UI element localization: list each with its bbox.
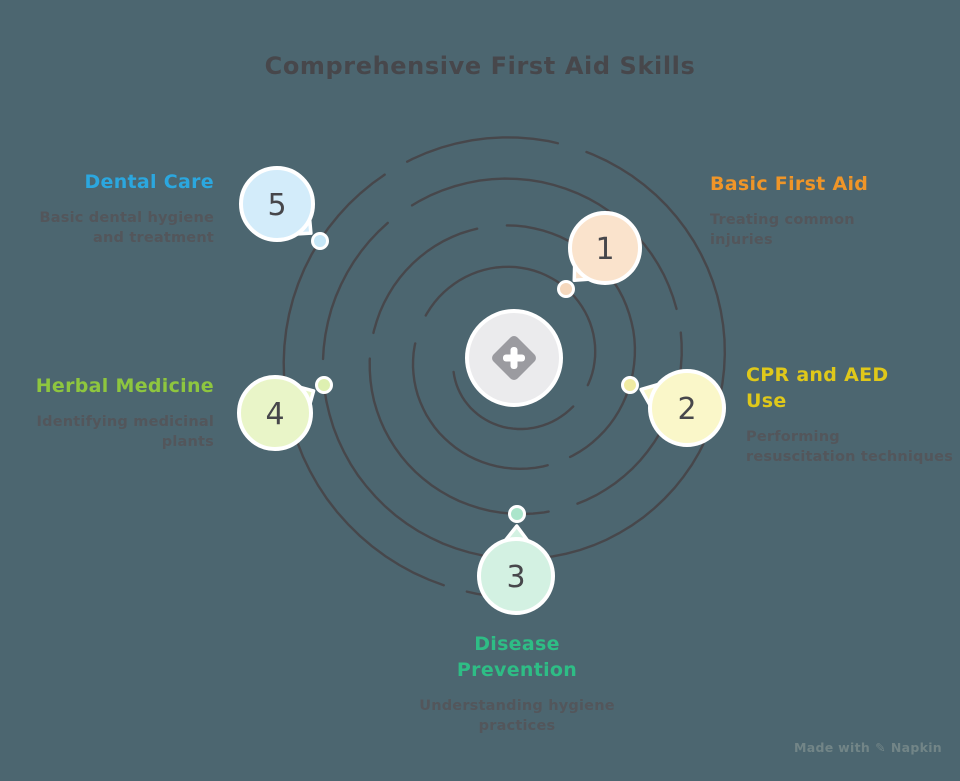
page-title: Comprehensive First Aid Skills [264,52,696,80]
spiral-dot [311,232,329,250]
center-icon [465,309,563,407]
spiral-dot [621,376,639,394]
label-disease-prevention: Disease Prevention Understanding hygiene… [385,631,649,736]
step-number: 1 [595,232,614,267]
spiral-dot [315,376,333,394]
napkin-brand: Napkin [890,740,942,755]
step-1-bubble-group: 1 [557,211,642,298]
napkin-watermark: Made with ✎ Napkin [794,740,942,755]
item-description: Identifying medicinal plants [36,414,214,450]
item-title: Dental Care [84,171,214,193]
step-bubble [239,166,315,242]
step-number: 5 [267,188,286,223]
label-herbal-medicine: Herbal Medicine Identifying medicinal pl… [12,373,214,452]
step-3-bubble-group: 3 [477,505,555,615]
item-description: Understanding hygiene practices [419,698,615,734]
spiral-dot [557,280,575,298]
item-description: Treating common injuries [710,212,855,248]
watermark-text: Made with [794,740,871,755]
label-cpr-and-aed-use: CPR and AED Use Performing resuscitation… [746,362,960,467]
step-2-bubble-group: 2 [621,369,726,447]
step-number: 4 [265,397,284,432]
step-5-bubble-group: 5 [239,166,329,250]
step-4-bubble-group: 4 [237,375,333,451]
plus-cross-icon [503,347,525,369]
label-dental-care: Dental Care Basic dental hygiene and tre… [28,169,214,248]
spiral-dot [508,505,526,523]
item-description: Basic dental hygiene and treatment [39,210,214,246]
item-title: CPR and AED Use [746,364,889,412]
step-bubble [648,369,726,447]
napkin-pen-icon: ✎ [875,740,886,755]
step-bubble [477,537,555,615]
item-title: Herbal Medicine [35,375,214,397]
spiral-line [282,136,727,599]
step-number: 2 [677,392,696,427]
step-number: 3 [506,560,525,595]
item-title: Disease Prevention [456,633,578,681]
item-description: Performing resuscitation techniques [746,429,954,465]
step-bubble [568,211,642,285]
item-title: Basic First Aid [710,173,869,195]
step-bubble [237,375,313,451]
label-basic-first-aid: Basic First Aid Treating common injuries [710,171,930,250]
